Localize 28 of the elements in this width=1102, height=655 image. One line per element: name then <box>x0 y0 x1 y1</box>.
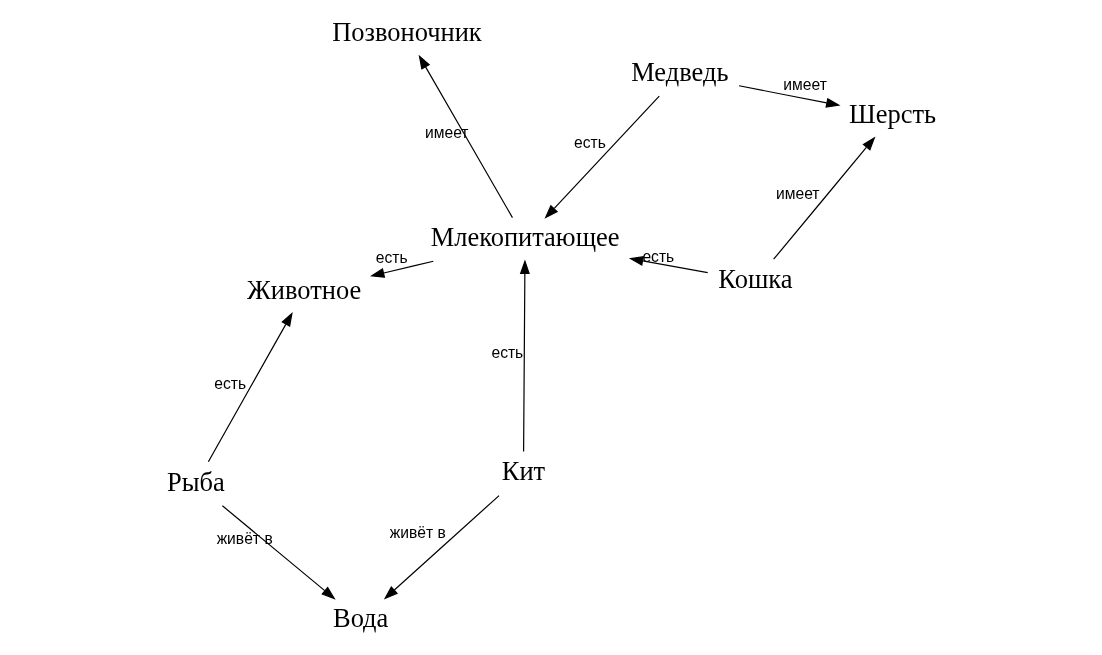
edge-label: имеет <box>775 185 819 202</box>
edge-label: есть <box>213 374 246 392</box>
edge-label: есть <box>573 133 606 151</box>
node-text: Вода <box>332 603 388 634</box>
node-text: Кит <box>501 456 545 487</box>
arrow <box>369 260 434 278</box>
edge-label: имеет <box>782 76 827 93</box>
edge-label: есть <box>641 248 674 266</box>
edge-label: есть <box>375 248 408 266</box>
node-text: Животное <box>246 274 361 305</box>
node-text: Медведь <box>630 56 728 87</box>
node-text: Шерсть <box>848 98 936 129</box>
arrow <box>418 54 513 219</box>
arrow <box>519 259 530 453</box>
arrow <box>221 505 336 600</box>
node-text: Рыба <box>166 466 225 497</box>
arrow <box>772 136 875 260</box>
arrow <box>207 312 293 463</box>
arrow <box>738 85 841 108</box>
edge-label: живёт в <box>389 524 446 542</box>
arrow <box>544 95 660 219</box>
arrow <box>628 255 708 274</box>
arrow <box>383 494 500 600</box>
node-text: Млекопитающее <box>430 222 620 253</box>
edge-label: живёт в <box>216 529 273 547</box>
node-text: Позвоночник <box>331 17 482 48</box>
node-text: Кошка <box>717 263 792 294</box>
edge-label: есть <box>490 344 523 362</box>
